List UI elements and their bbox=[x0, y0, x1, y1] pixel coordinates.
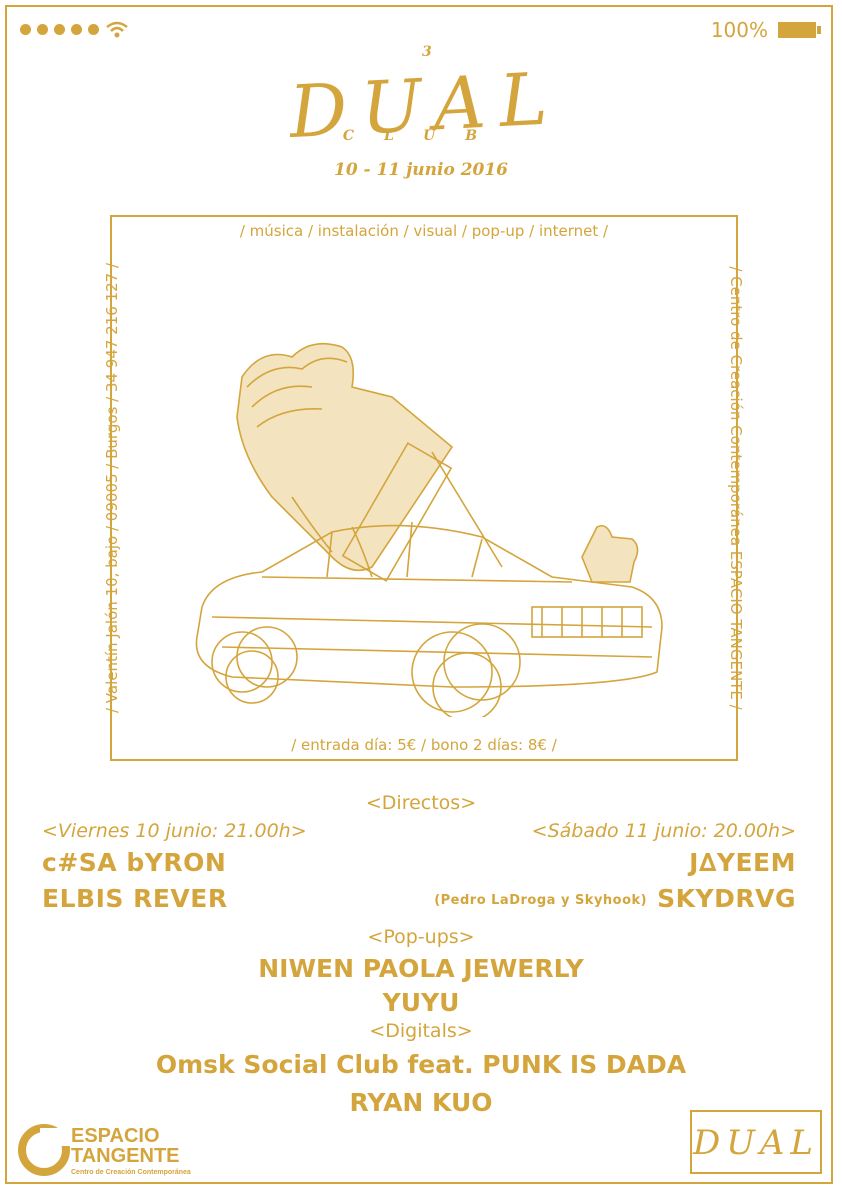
act-omsk-social-club: Omsk Social Club feat. PUNK IS DADA bbox=[155, 1050, 687, 1079]
act-skydrvg-row: (Pedro LaDroga y Skyhook) SKYDRVG bbox=[434, 884, 796, 913]
act-elbis-rever: ELBIS REVER bbox=[42, 884, 228, 913]
act-jayeem: J∆YEEM bbox=[689, 848, 796, 877]
signal-dot bbox=[71, 23, 82, 35]
prices-text: / entrada día: 5€ / bono 2 días: 8€ / bbox=[291, 736, 557, 754]
logo-text: DUAL bbox=[290, 56, 560, 154]
signal-dot bbox=[20, 23, 31, 35]
battery-icon bbox=[778, 22, 821, 38]
logo-tangente: TANGENTE bbox=[71, 1145, 180, 1167]
dual-small-text: DUAL bbox=[692, 1123, 819, 1163]
day1-heading: <Viernes 10 junio: 21.00h> bbox=[42, 820, 307, 842]
act-csa-byron: c#SA bYRON bbox=[42, 848, 227, 877]
section-digitals: <Digitals> bbox=[369, 1020, 473, 1042]
address-text: / Valentín Jalón 10, bajo / 09005 / Burg… bbox=[103, 262, 121, 714]
section-directos: <Directos> bbox=[365, 792, 477, 814]
logo-small: CLUB bbox=[343, 128, 507, 144]
act-yuyu: YUYU bbox=[382, 988, 460, 1017]
act-skydrvg: SKYDRVG bbox=[657, 884, 796, 913]
poster-frame bbox=[5, 5, 833, 1184]
act-skydrvg-note: (Pedro LaDroga y Skyhook) bbox=[434, 892, 648, 908]
battery-percent: 100% bbox=[710, 18, 768, 42]
signal-indicator bbox=[20, 20, 129, 38]
signal-dot bbox=[37, 23, 48, 35]
section-popups: <Pop-ups> bbox=[367, 926, 475, 948]
logo-number: 3 bbox=[422, 44, 432, 60]
signal-dot bbox=[88, 23, 99, 35]
wifi-icon bbox=[106, 21, 128, 38]
dual-small-logo: DUAL bbox=[690, 1110, 822, 1174]
car-thumbs-illustration bbox=[195, 342, 663, 717]
act-niwen-paola: NIWEN PAOLA JEWERLY bbox=[258, 954, 584, 983]
venue-text: / Centro de Creación Contemporánea ESPAC… bbox=[727, 266, 745, 710]
logo-espacio: ESPACIO bbox=[71, 1125, 160, 1147]
battery-status: 100% bbox=[710, 18, 821, 42]
logo-subtitle: Centro de Creación Contemporánea bbox=[71, 1169, 191, 1176]
event-date: 10 - 11 junio 2016 bbox=[333, 160, 509, 180]
espacio-tangente-logo: ESPACIO TANGENTE Centro de Creación Cont… bbox=[18, 1124, 191, 1176]
dual-club-logo: 3 DUAL CLUB bbox=[290, 44, 560, 154]
signal-dot bbox=[54, 23, 65, 35]
dual-small-logo-mark: DUAL bbox=[692, 1123, 819, 1163]
day2-heading: <Sábado 11 junio: 20.00h> bbox=[531, 820, 796, 842]
info-box: / música / instalación / visual / pop-up… bbox=[103, 215, 745, 761]
act-ryan-kuo: RYAN KUO bbox=[349, 1088, 493, 1117]
categories-text: / música / instalación / visual / pop-up… bbox=[239, 222, 609, 240]
